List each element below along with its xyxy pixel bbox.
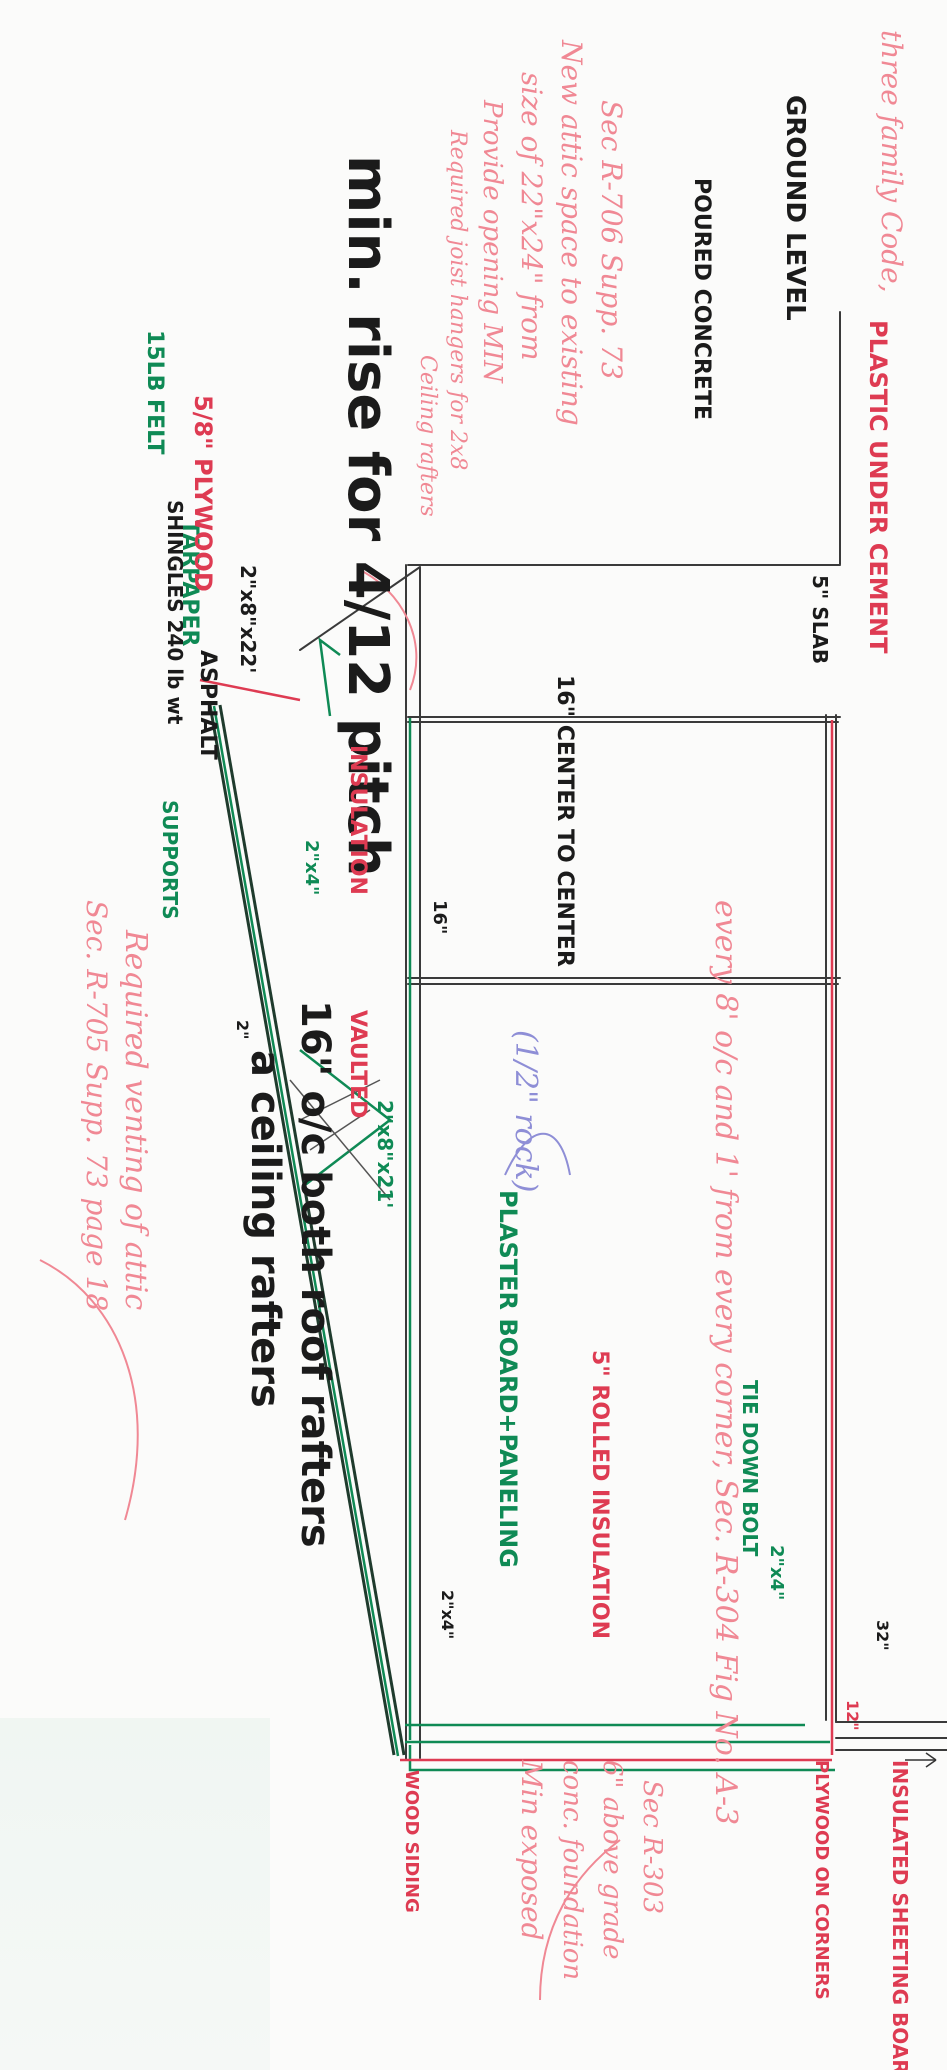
watermark-area [0,1718,270,2070]
slab-label: 5" SLAB [808,575,832,665]
attic-opening-note-1: Provide opening MIN [477,100,507,383]
plywood-corners-label: PLYWOOD ON CORNERS [811,1760,832,2000]
rafter-size-label: 2"x8"x21' [373,1100,397,1209]
spacing-small-label: 16" [429,900,450,935]
insulation-label: INSULATION [345,745,370,895]
plate-size-label: 2"x4" [766,1545,787,1601]
plywood-label: 5/8" PLYWOOD [189,395,217,592]
green-annotations [212,637,835,1772]
rolled-insulation-label: 5" ROLLED INSULATION [587,1350,612,1640]
ground-level-label: GROUND LEVEL [780,95,810,321]
bracing [289,1079,391,1201]
supports-label: SUPPORTS [158,800,182,920]
foundation-note-2: conc. foundation [557,1760,587,1981]
attic-opening-note-4: Sec R-706 Supp. 73 [595,100,628,380]
ridge-member-label: 2"x8"x22' [236,565,260,674]
rock-note: (1/2" rock) [508,1030,543,1193]
insulated-sheeting-label: INSULATED SHEETING BOARD [888,1760,912,2070]
joist-hangers-note-1: Required joist hangers for 2x8 [445,130,470,471]
pink-bracket [39,569,621,2001]
foundation-note-3: 6" above grade [597,1760,627,1960]
venting-note-1: Required venting of attic [118,930,153,1311]
plastic-label: PLASTIC UNDER CEMENT [864,320,892,654]
spacing-label: 16" CENTER TO CENTER [552,675,577,967]
asphalt-label: ASPHALT [195,650,220,760]
dimension-12: 12" [843,1700,862,1731]
roof-rafter [208,704,406,1756]
dimension-32: 32" [873,1620,892,1651]
poured-concrete-label: POURED CONCRETE [689,178,714,420]
plaster-label: PLASTER BOARD+PANELING [494,1190,522,1568]
foundation-note-4: Sec R-303 [637,1780,667,1915]
fig-note: every 8' o/c and 1' from every corner, S… [708,900,743,1826]
foundation-note-1: Min exposed [515,1760,548,1941]
venting-note-2: Sec. R-705 Supp. 73 page 18 [80,900,113,1312]
vaulted-label: VAULTED [345,1010,370,1119]
tie-down-label: TIE DOWN BOLT [738,1380,762,1557]
wood-siding-label: WOOD SIDING [401,1770,422,1913]
wall-top-size-label: 2"x4" [438,1590,457,1640]
ground-marks [905,1752,937,1768]
felt-label: 15LB FELT [142,330,167,455]
supports-size-label: 2"x4" [301,840,322,896]
attic-opening-note-2: size of 22"x24" from [515,72,548,361]
supports-small-label: 2" [233,1020,252,1040]
blue-bracket [504,1132,571,1176]
joist-hangers-note-2: Ceiling rafters [415,355,440,517]
attic-opening-note-3: New attic space to existing [555,40,588,426]
framing-lines [299,311,947,1761]
rafters-note-2: a ceiling rafters [242,1050,288,1408]
red-lines [199,678,834,1762]
top-note: three family Code, [875,30,908,293]
rafters-note-1: 16" o/c both roof rafters [292,1000,338,1548]
